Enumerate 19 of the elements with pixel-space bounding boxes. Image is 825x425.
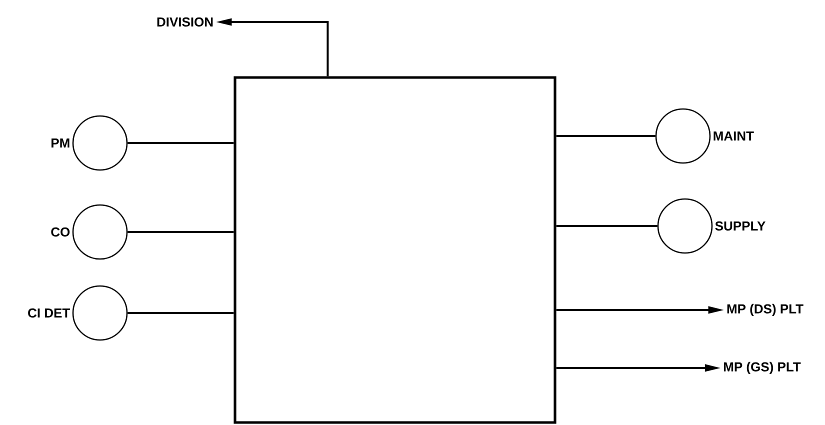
connector-line bbox=[128, 231, 234, 233]
node-label: MP (GS) PLT bbox=[724, 362, 801, 374]
connector-line bbox=[128, 142, 234, 144]
connector-line bbox=[128, 312, 234, 314]
process-box bbox=[234, 76, 556, 424]
node-label: PM bbox=[52, 138, 70, 148]
node-label: MAINT bbox=[714, 132, 754, 140]
node-label: SUPPLY bbox=[715, 221, 766, 231]
circle-node: PM bbox=[52, 115, 128, 171]
circle-node: MAINT bbox=[655, 108, 754, 164]
circle-node: CI DET bbox=[28, 285, 128, 341]
node-label: DIVISION bbox=[157, 17, 213, 27]
node-label: MP (DS) PLT bbox=[727, 304, 804, 316]
circle-node: SUPPLY bbox=[657, 198, 766, 254]
node-label: CI DET bbox=[28, 308, 70, 318]
node-label: CO bbox=[51, 227, 70, 237]
connector-line bbox=[556, 225, 658, 227]
connector-line bbox=[556, 135, 656, 137]
circle-node: CO bbox=[51, 204, 128, 260]
